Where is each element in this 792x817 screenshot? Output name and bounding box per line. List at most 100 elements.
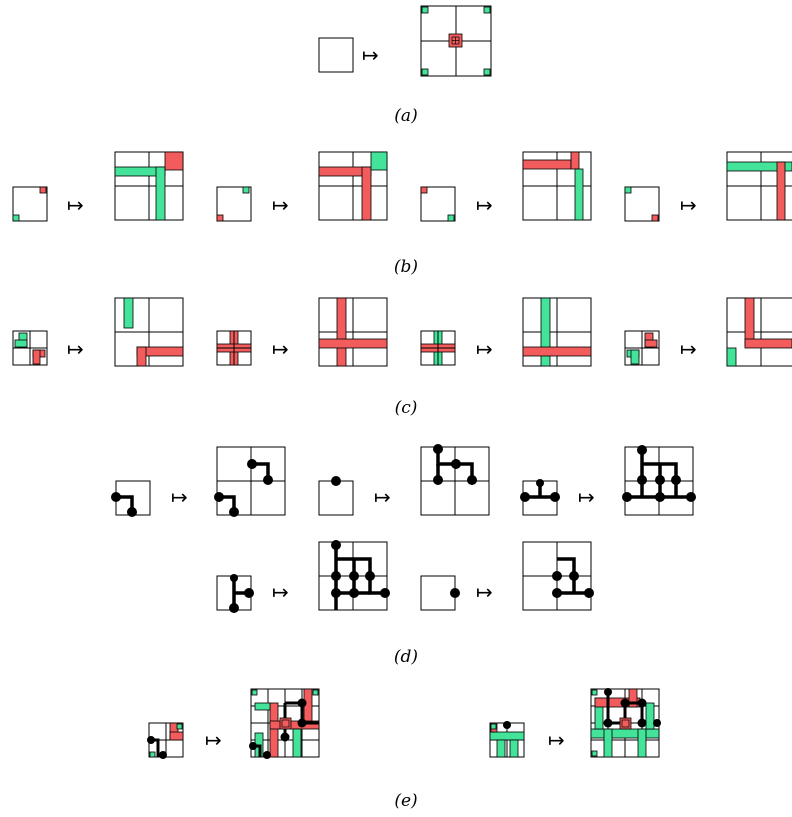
panel-b: ↦ ↦ ↦ ↦	[12, 151, 792, 222]
node-dot	[249, 742, 257, 750]
corner-marker	[624, 186, 632, 194]
source-tile	[318, 480, 354, 516]
strip-horizontal	[318, 338, 388, 349]
caption-b: (b)	[394, 257, 418, 277]
node-dot	[604, 688, 612, 696]
node-dot	[229, 603, 239, 613]
node-dot	[536, 479, 544, 487]
node-dot	[655, 492, 665, 502]
corner-marker	[483, 68, 491, 76]
maps-to-arrow: ↦	[476, 580, 493, 604]
strip	[630, 349, 640, 365]
strip	[169, 731, 184, 741]
node-dot	[111, 492, 121, 502]
corner-marker	[651, 214, 659, 222]
node-dot	[550, 492, 560, 502]
path-stroke	[285, 701, 319, 725]
node-dot	[686, 492, 696, 502]
strip	[489, 731, 525, 741]
node-dot	[147, 736, 155, 744]
center-marker	[619, 717, 632, 730]
maps-to-arrow: ↦	[476, 193, 493, 217]
node-dot	[297, 718, 307, 728]
strip	[590, 728, 660, 739]
panel-c: ↦↦↦↦	[12, 297, 792, 367]
caption-e: (e)	[394, 791, 417, 811]
strip-vertical	[574, 168, 584, 221]
center-marker	[279, 717, 292, 730]
caption-a: (a)	[394, 106, 417, 126]
strip-vertical	[361, 166, 372, 221]
node-dot	[244, 588, 254, 598]
strip	[254, 702, 271, 711]
node-dot	[569, 571, 579, 581]
strip-horizontal	[744, 338, 792, 349]
corner-marker	[591, 750, 598, 757]
node-dot	[331, 588, 341, 598]
node-dot	[467, 475, 477, 485]
node-dot	[297, 698, 307, 708]
maps-to-arrow: ↦	[578, 485, 595, 509]
maps-to-arrow: ↦	[67, 337, 84, 361]
node-dot	[230, 574, 238, 582]
strip-vertical	[336, 297, 347, 367]
node-dot	[622, 492, 632, 502]
corner-marker	[216, 214, 224, 222]
maps-to-arrow: ↦	[272, 580, 289, 604]
node-dot	[603, 718, 613, 728]
maps-to-arrow: ↦	[548, 728, 565, 752]
source-tile	[12, 186, 48, 222]
maps-to-arrow: ↦	[67, 193, 84, 217]
node-dot	[451, 459, 461, 469]
strip	[637, 728, 647, 758]
node-dot	[433, 475, 443, 485]
center-marker-inner	[621, 719, 630, 728]
corner-marker	[39, 186, 47, 194]
node-dot	[380, 588, 390, 598]
strip	[645, 702, 655, 730]
strip-vertical	[155, 166, 166, 221]
panel-e: ↦↦	[147, 688, 661, 759]
node-dot	[552, 571, 562, 581]
strip	[32, 349, 41, 365]
strip	[628, 688, 638, 708]
maps-to-arrow: ↦	[680, 193, 697, 217]
node-dot	[349, 571, 359, 581]
node-dot	[263, 751, 271, 759]
source-tile	[318, 37, 354, 73]
corner-marker	[447, 214, 455, 222]
strip-vertical	[123, 297, 134, 329]
node-dot	[637, 718, 647, 728]
maps-to-arrow: ↦	[476, 337, 493, 361]
corner-marker	[483, 6, 491, 14]
node-dot	[671, 475, 681, 485]
node-dot	[280, 732, 290, 742]
node-dot	[620, 698, 630, 708]
caption-c: (c)	[395, 398, 418, 418]
node-dot	[214, 492, 224, 502]
source-tile	[420, 575, 456, 611]
strip-horizontal	[522, 346, 592, 357]
node-dot	[503, 721, 511, 729]
maps-to-arrow: ↦	[272, 193, 289, 217]
strip-vertical	[540, 297, 551, 367]
corner-marker	[149, 751, 156, 758]
corner-marker	[242, 186, 250, 194]
node-dot	[433, 444, 443, 454]
strip-corner	[136, 346, 147, 367]
maps-to-arrow: ↦	[205, 728, 222, 752]
strip	[14, 339, 28, 348]
source-tile	[624, 186, 660, 222]
corner-marker	[421, 6, 429, 14]
path-stroke	[557, 557, 576, 576]
source-tile	[216, 186, 252, 222]
node-dot	[637, 698, 647, 708]
strip-horizontal	[726, 161, 792, 172]
node-dot	[229, 507, 239, 517]
node-dot	[331, 540, 341, 550]
node-dot	[653, 719, 661, 727]
path-stroke	[252, 462, 270, 480]
strip	[509, 739, 519, 758]
strip-horizontal	[522, 159, 572, 170]
